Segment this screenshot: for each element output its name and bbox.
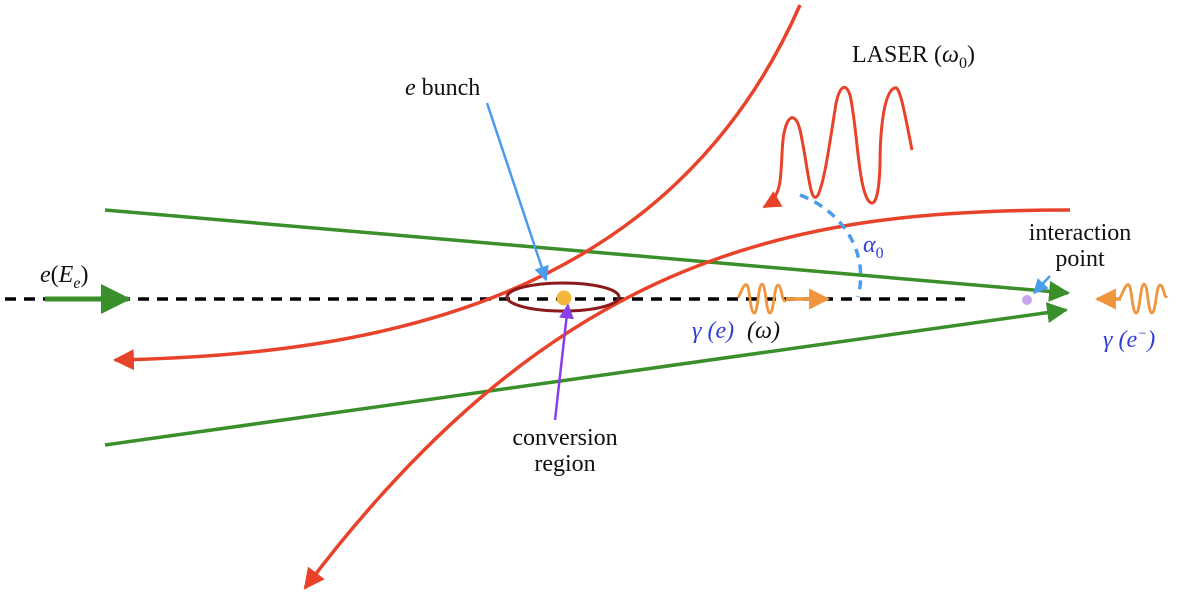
laser-wave xyxy=(766,85,914,207)
interaction-point-pointer xyxy=(1032,275,1051,295)
angle-arc xyxy=(799,193,863,298)
gamma-omega-label: (ω) xyxy=(747,318,780,344)
laser-hyperbola-upper xyxy=(112,4,802,371)
beam-envelope-lower xyxy=(104,302,1069,447)
interaction-point-dot xyxy=(1022,295,1032,305)
e-bunch-label: e bunch xyxy=(405,75,480,101)
photon-wave-left xyxy=(736,282,788,315)
gamma-e-minus-label: γ (e−) xyxy=(1103,326,1155,353)
laser-wave-arrowhead xyxy=(762,191,783,209)
electron-label: e(Ee) xyxy=(40,262,88,292)
conversion-region-pointer xyxy=(553,303,574,421)
gamma-e-label: γ (e) xyxy=(692,318,734,344)
laser-hyperbola-lower xyxy=(303,208,1071,590)
laser-label: LASER (ω0) xyxy=(852,42,975,72)
conversion-point xyxy=(556,290,572,306)
e-bunch-pointer xyxy=(485,102,549,282)
alpha-label: α0 xyxy=(863,232,884,262)
photon-wave-right xyxy=(1118,282,1169,315)
